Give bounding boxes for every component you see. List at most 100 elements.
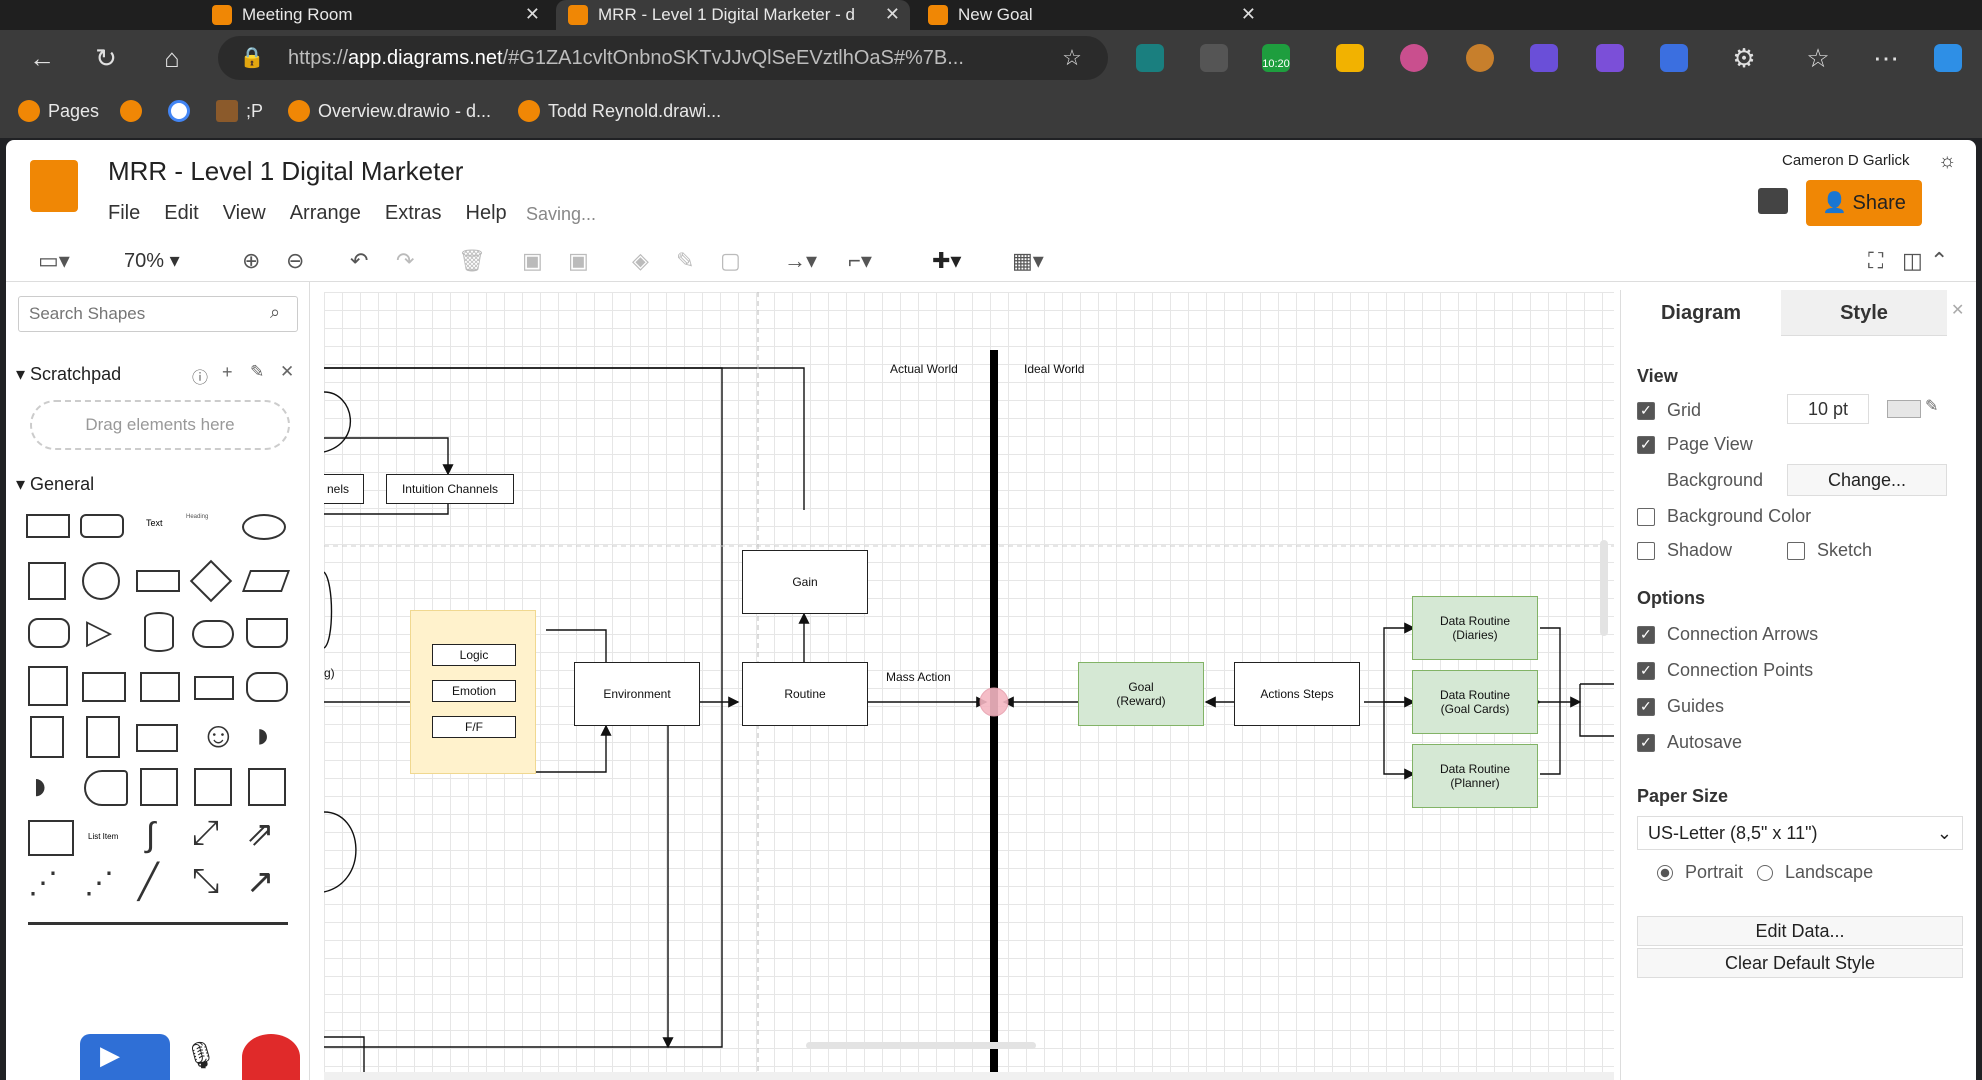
- general-header[interactable]: ▾ General: [16, 474, 95, 494]
- intuition-channels-node[interactable]: Intuition Channels: [386, 474, 514, 504]
- extension-icon[interactable]: [1400, 44, 1428, 72]
- hexagon-shape[interactable]: [28, 618, 70, 648]
- autosave-checkbox[interactable]: [1637, 733, 1655, 752]
- parallelogram-shape[interactable]: [241, 570, 291, 592]
- address-bar[interactable]: https://app.diagrams.net/#G1ZA1cvltOnbno…: [218, 36, 1108, 80]
- paper-size-select[interactable]: US-Letter (8,5" x 11")⌄: [1637, 816, 1963, 850]
- link-shapes-row[interactable]: [28, 922, 288, 925]
- collapse-icon[interactable]: ⌃: [1930, 248, 1949, 273]
- rounded-rect-shape[interactable]: [80, 514, 124, 538]
- curve-shape[interactable]: ∫: [146, 816, 156, 854]
- channels-node-partial[interactable]: nels: [324, 474, 364, 504]
- line-color-icon[interactable]: ✎: [676, 248, 695, 273]
- shadow-option[interactable]: Shadow: [1637, 540, 1732, 561]
- menu-help[interactable]: Help: [465, 202, 507, 224]
- ideal-world-label[interactable]: Ideal World: [1024, 362, 1085, 376]
- canvas-vertical-scrollbar[interactable]: [1600, 540, 1608, 636]
- grid-option[interactable]: Grid: [1637, 400, 1701, 421]
- connection-arrows-option[interactable]: Connection Arrows: [1637, 624, 1818, 645]
- shadow-checkbox[interactable]: [1637, 541, 1655, 560]
- data-routine-diaries-node[interactable]: Data Routine (Diaries): [1412, 596, 1538, 660]
- goal-node[interactable]: Goal (Reward): [1078, 662, 1204, 726]
- background-color-checkbox[interactable]: [1637, 507, 1655, 526]
- ellipse-shape[interactable]: [242, 514, 286, 540]
- clear-default-style-button[interactable]: Clear Default Style: [1637, 948, 1963, 978]
- zoom-select[interactable]: 70% ▾: [124, 250, 180, 272]
- cloud-shape[interactable]: [192, 620, 234, 648]
- bookmark-overview[interactable]: Overview.drawio - d...: [288, 100, 491, 122]
- circle-shape[interactable]: [82, 562, 120, 600]
- line-shape[interactable]: ╱: [138, 863, 159, 901]
- triangle-shape[interactable]: ▷: [86, 613, 113, 651]
- mass-action-label[interactable]: Mass Action: [886, 670, 951, 684]
- background-color-option[interactable]: Background Color: [1637, 506, 1811, 527]
- tab-style[interactable]: Style: [1781, 290, 1947, 336]
- fill-color-icon[interactable]: ◈: [632, 248, 649, 273]
- square-shape[interactable]: [28, 562, 66, 600]
- internal-storage-shape[interactable]: [28, 666, 68, 706]
- stop-recording-button[interactable]: [242, 1034, 300, 1080]
- display-shape[interactable]: [84, 770, 128, 806]
- bookmark-p[interactable]: ;P: [216, 100, 263, 122]
- lock-icon[interactable]: 🔒: [239, 47, 265, 69]
- extensions-puzzle-icon[interactable]: ⚙: [1732, 43, 1756, 73]
- shadow-icon[interactable]: ▢: [720, 248, 741, 273]
- extension-icon[interactable]: [1596, 44, 1624, 72]
- extension-icon[interactable]: [1336, 44, 1364, 72]
- tab-mrr[interactable]: MRR - Level 1 Digital Marketer - d ✕: [556, 0, 910, 30]
- cylinder-shape[interactable]: [144, 612, 174, 652]
- connection-icon[interactable]: →▾: [784, 248, 818, 273]
- actual-world-label[interactable]: Actual World: [890, 362, 958, 376]
- textbox-shape[interactable]: Heading: [186, 514, 209, 520]
- more-icon[interactable]: ⋯: [1873, 43, 1899, 73]
- container-shape[interactable]: [140, 768, 178, 806]
- close-tab-icon[interactable]: ✕: [884, 4, 900, 24]
- to-front-icon[interactable]: ▣: [522, 248, 543, 273]
- menu-view[interactable]: View: [222, 202, 266, 224]
- page-tabs-bar[interactable]: [324, 1072, 1614, 1080]
- edit-data-button[interactable]: Edit Data...: [1637, 916, 1963, 946]
- bidirectional-connector-shape[interactable]: ⤡: [192, 862, 220, 900]
- canvas-horizontal-scrollbar[interactable]: [806, 1042, 1036, 1049]
- undo-icon[interactable]: ↶: [350, 248, 369, 273]
- list-shape[interactable]: [28, 820, 74, 856]
- text-shape[interactable]: Text: [146, 518, 163, 528]
- microphone-icon[interactable]: 🎙: [184, 1040, 218, 1070]
- connection-points-checkbox[interactable]: [1637, 661, 1655, 680]
- extension-icon[interactable]: [1466, 44, 1494, 72]
- delay-shape[interactable]: ◗: [28, 764, 53, 808]
- menu-extras[interactable]: Extras: [384, 202, 442, 224]
- extension-icon[interactable]: [1200, 44, 1228, 72]
- tape-shape[interactable]: [246, 672, 288, 702]
- landscape-option[interactable]: Landscape: [1757, 862, 1873, 883]
- vertical-container-shape[interactable]: [248, 768, 286, 806]
- change-background-button[interactable]: Change...: [1787, 464, 1947, 496]
- tab-new-goal[interactable]: New Goal ✕: [916, 0, 1266, 30]
- document-shape[interactable]: [246, 618, 288, 648]
- close-panel-icon[interactable]: ✕: [1951, 302, 1965, 319]
- table-icon[interactable]: ▦▾: [1012, 248, 1044, 273]
- tab-diagram[interactable]: Diagram: [1621, 290, 1781, 336]
- menu-arrange[interactable]: Arrange: [289, 202, 361, 224]
- frame-shape[interactable]: [194, 768, 232, 806]
- partial-label[interactable]: g): [324, 666, 335, 680]
- sketch-checkbox[interactable]: [1787, 541, 1805, 560]
- theme-sun-icon[interactable]: ☼: [1938, 150, 1957, 172]
- callout-shape[interactable]: [136, 724, 178, 752]
- edit-icon[interactable]: ✎: [250, 362, 265, 381]
- camera-button[interactable]: [80, 1034, 170, 1080]
- bookmark-google[interactable]: [168, 100, 190, 122]
- document-title[interactable]: MRR - Level 1 Digital Marketer: [108, 156, 464, 186]
- list-item-shape[interactable]: List Item: [88, 832, 119, 841]
- arrow-shape[interactable]: ⇗: [246, 815, 275, 853]
- landscape-radio[interactable]: [1757, 864, 1773, 881]
- trapezoid-shape[interactable]: [194, 676, 234, 700]
- home-icon[interactable]: ⌂: [164, 43, 180, 73]
- menu-file[interactable]: File: [108, 202, 141, 224]
- sketch-option[interactable]: Sketch: [1787, 540, 1872, 561]
- diagram-canvas[interactable]: Actual World Ideal World Mass Action nel…: [324, 292, 1614, 1072]
- guides-option[interactable]: Guides: [1637, 696, 1724, 717]
- ff-node[interactable]: F/F: [432, 716, 516, 738]
- close-icon[interactable]: ✕: [280, 362, 295, 381]
- connection-points-option[interactable]: Connection Points: [1637, 660, 1813, 681]
